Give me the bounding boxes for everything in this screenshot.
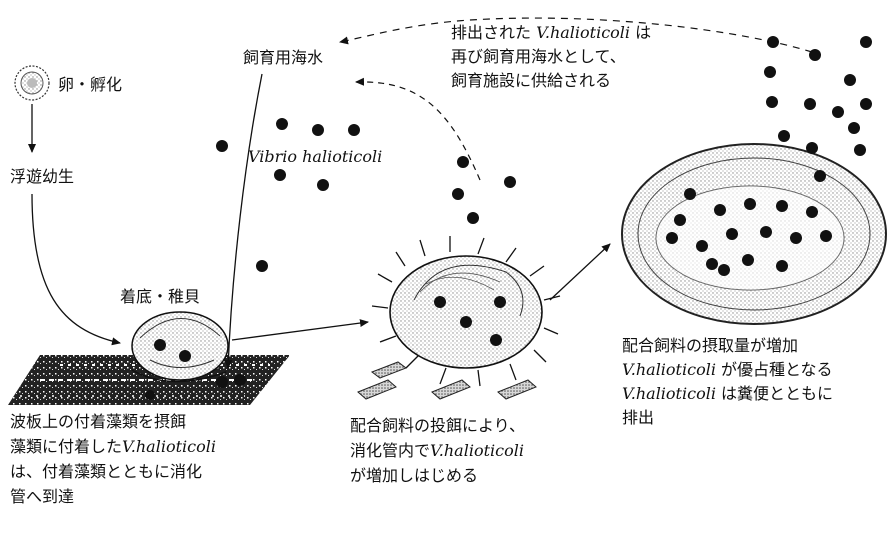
caption-left-line-4: 管へ到達 bbox=[10, 487, 74, 506]
bacteria-dot bbox=[776, 260, 788, 272]
egg-label: 卵・孵化 bbox=[58, 75, 122, 94]
bacteria-dot bbox=[706, 258, 718, 270]
larva-to-settle-arrow bbox=[32, 194, 120, 343]
caption-left-line-1: 波板上の付着藻類を摂餌 bbox=[10, 412, 186, 431]
bacteria-dot bbox=[452, 188, 464, 200]
caption-middle: 配合飼料の投餌により、消化管内でV.halioticoli が増加しはじめる bbox=[350, 416, 525, 485]
bacteria-cloud-release bbox=[452, 156, 516, 224]
bacteria-dot bbox=[778, 130, 790, 142]
bacteria-cloud-water bbox=[216, 118, 360, 272]
mature-abalone bbox=[622, 144, 886, 324]
caption-left-line-2-species: V.halioticoli bbox=[122, 437, 216, 456]
bacteria-name: Vibrio halioticoli bbox=[248, 147, 382, 166]
caption-right-line-4: 排出 bbox=[622, 408, 654, 427]
bacteria-dot bbox=[256, 260, 268, 272]
caption-right-line-3: は糞便とともに bbox=[716, 384, 833, 403]
bacteria-dot bbox=[276, 118, 288, 130]
recycle-note-line-1: は bbox=[630, 23, 651, 42]
bacteria-dot bbox=[434, 296, 446, 308]
bacteria-dot bbox=[744, 198, 756, 210]
bacteria-dot bbox=[804, 98, 816, 110]
bacteria-dot bbox=[714, 204, 726, 216]
bacteria-dot bbox=[312, 124, 324, 136]
recycle-note-line-1: 排出された bbox=[451, 23, 536, 42]
recycle-note-line-2: 再び飼育用海水として、 bbox=[451, 47, 626, 66]
bacteria-dot bbox=[154, 339, 166, 351]
bacteria-dot bbox=[490, 334, 502, 346]
bacteria-dot bbox=[504, 176, 516, 188]
feed-pellets bbox=[358, 362, 536, 399]
bacteria-dot bbox=[806, 142, 818, 154]
bacteria-dot bbox=[767, 36, 779, 48]
larva-label: 浮遊幼生 bbox=[10, 167, 74, 186]
bacteria-dot bbox=[684, 188, 696, 200]
caption-right-line-2: が優占種となる bbox=[716, 360, 833, 379]
bacteria-dot bbox=[844, 74, 856, 86]
bacteria-dot bbox=[145, 390, 155, 400]
bacteria-dot bbox=[666, 232, 678, 244]
caption-middle-line-2: 消化管内で bbox=[350, 441, 430, 460]
bacteria-dot bbox=[776, 200, 788, 212]
juvenile-to-feeding-arrow bbox=[232, 322, 368, 340]
bacteria-dot bbox=[809, 49, 821, 61]
bacteria-dot bbox=[216, 140, 228, 152]
bacteria-dot bbox=[216, 376, 228, 388]
recycle-note: 排出された V.halioticoli は再び飼育用海水として、飼育施設に供給さ… bbox=[451, 23, 651, 90]
bacteria-dot bbox=[760, 226, 772, 238]
caption-middle-line-2-species: V.halioticoli bbox=[430, 441, 524, 460]
caption-right-line-3-species: V.halioticoli bbox=[622, 384, 716, 403]
bacteria-dot bbox=[806, 206, 818, 218]
bacteria-dot bbox=[820, 230, 832, 242]
caption-middle-line-1: 配合飼料の投餌により、 bbox=[350, 416, 525, 435]
bacteria-dot bbox=[790, 232, 802, 244]
caption-left-line-2: 藻類に付着した bbox=[10, 437, 122, 456]
bacteria-dot bbox=[467, 212, 479, 224]
caption-right-line-1: 配合飼料の摂取量が増加 bbox=[622, 336, 798, 355]
seawater-label: 飼育用海水 bbox=[243, 48, 323, 67]
bacteria-dot bbox=[460, 316, 472, 328]
bacteria-dot bbox=[234, 374, 246, 386]
caption-left: 波板上の付着藻類を摂餌藻類に付着したV.halioticoli は、付着藻類ととも… bbox=[10, 412, 216, 506]
caption-left-line-3: は、付着藻類とともに消化 bbox=[10, 462, 202, 481]
seawater-to-abalone-arrow bbox=[228, 74, 262, 368]
caption-middle-line-3: が増加しはじめる bbox=[350, 466, 478, 485]
bacteria-dot bbox=[674, 214, 686, 226]
egg-icon bbox=[15, 66, 49, 100]
bacteria-dot bbox=[718, 264, 730, 276]
bacteria-dot bbox=[832, 106, 844, 118]
settle-label: 着底・稚貝 bbox=[120, 287, 200, 306]
bacteria-dot bbox=[766, 96, 778, 108]
feeding-to-mature-arrow bbox=[550, 244, 610, 300]
bacteria-dot bbox=[764, 66, 776, 78]
bacteria-dot bbox=[457, 156, 469, 168]
bacteria-dot bbox=[494, 296, 506, 308]
bacteria-dot bbox=[348, 124, 360, 136]
caption-right-line-2-species: V.halioticoli bbox=[622, 360, 716, 379]
bacteria-dot bbox=[726, 228, 738, 240]
recycle-note-line-1-species: V.halioticoli bbox=[536, 23, 630, 42]
bacteria-dot bbox=[179, 350, 191, 362]
bacteria-dot bbox=[317, 179, 329, 191]
bacteria-dot bbox=[274, 169, 286, 181]
bacteria-dot bbox=[860, 98, 872, 110]
bacteria-dot bbox=[848, 122, 860, 134]
bacteria-dot bbox=[854, 144, 866, 156]
bacteria-dot bbox=[742, 254, 754, 266]
bacteria-dot bbox=[814, 170, 826, 182]
recycle-note-line-3: 飼育施設に供給される bbox=[451, 71, 611, 90]
bacteria-dot bbox=[860, 36, 872, 48]
bacteria-dot bbox=[696, 240, 708, 252]
